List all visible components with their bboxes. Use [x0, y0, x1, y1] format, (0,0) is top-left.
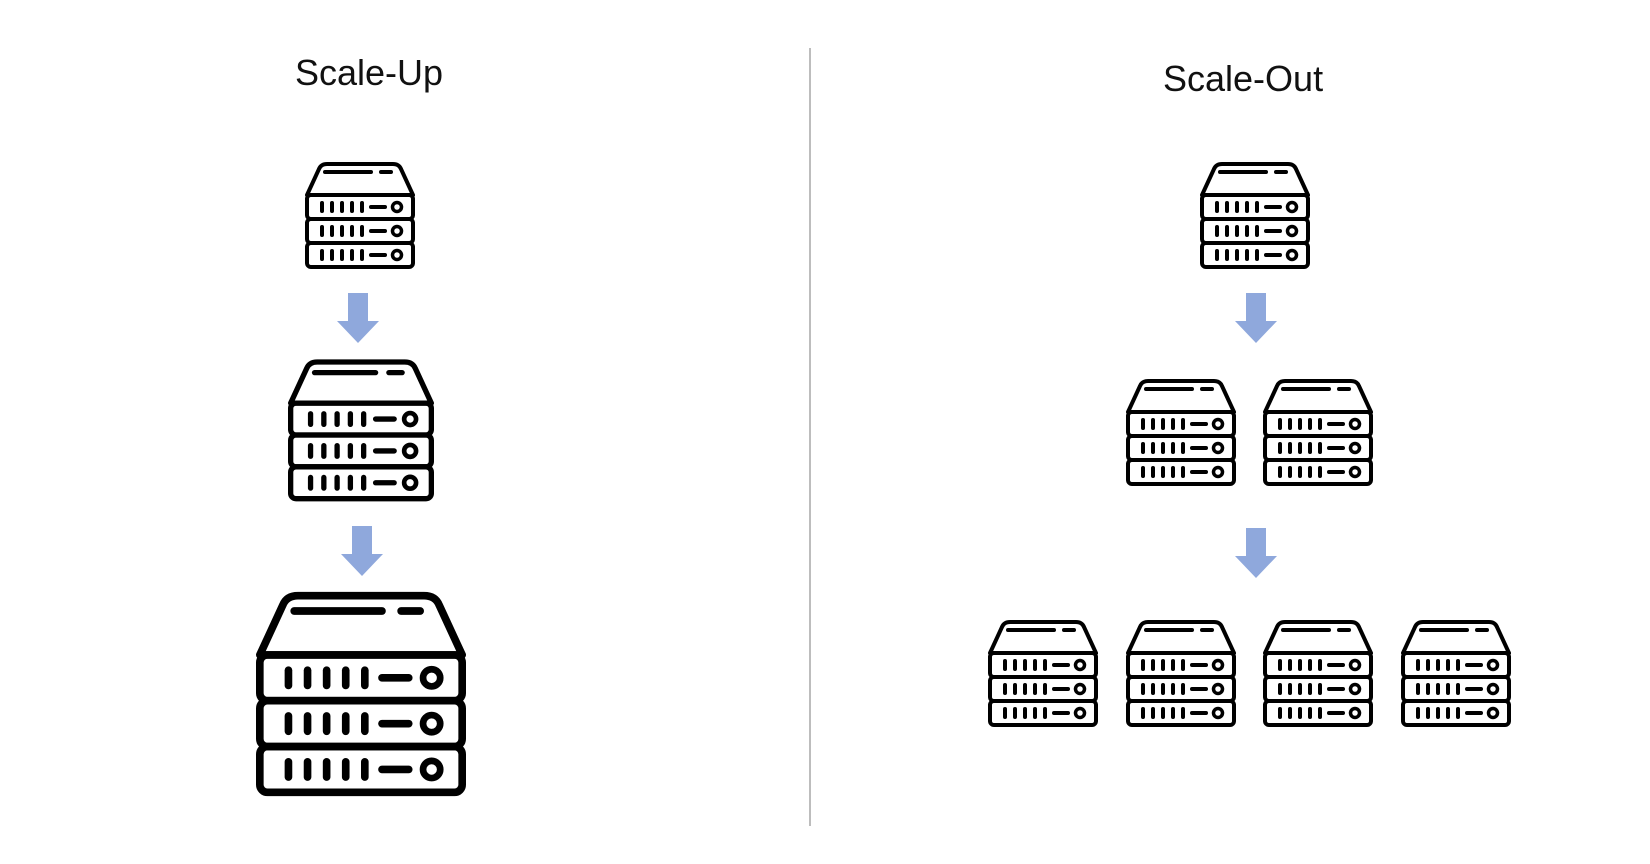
- server-icon: [1401, 619, 1511, 729]
- server-icon: [1126, 378, 1236, 488]
- scale-out-title: Scale-Out: [1163, 58, 1324, 99]
- large-server-icon: [256, 590, 466, 800]
- arrow-down-icon: [1235, 293, 1277, 345]
- medium-server-icon: [288, 358, 434, 504]
- server-icon: [1263, 378, 1373, 488]
- scale-up-title: Scale-Up: [295, 52, 444, 93]
- arrow-down-icon: [341, 526, 383, 578]
- arrow-down-icon: [337, 293, 379, 345]
- server-icon: [1200, 161, 1310, 271]
- arrow-down-icon: [1235, 528, 1277, 580]
- server-icon: [988, 619, 1098, 729]
- panel-divider: [809, 48, 811, 826]
- server-icon: [1263, 619, 1373, 729]
- small-server-icon: [305, 161, 415, 271]
- server-icon: [1126, 619, 1236, 729]
